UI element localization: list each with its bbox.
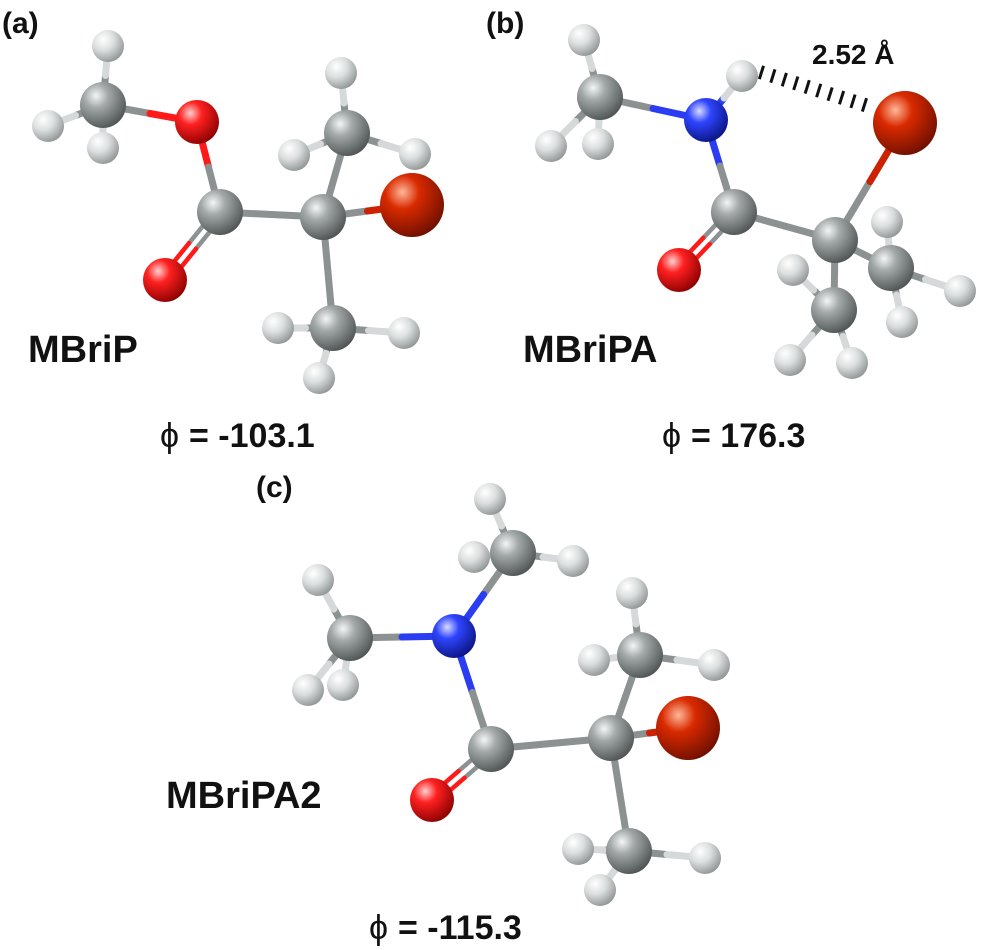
panel-c-phi-value: = -115.3 — [398, 909, 522, 947]
mbripa-carbon-atom-C4 — [811, 287, 857, 333]
mbripa2-carbon-atom-C3 — [468, 726, 514, 772]
mbripa2-hydrogen-atom-H5 — [458, 541, 490, 573]
mbripa-carbon-atom-C1 — [577, 74, 623, 120]
mbrip-hydrogen-atom-H3 — [87, 132, 119, 164]
mbripa-hydrogen-atom-H1 — [568, 24, 600, 56]
mbrip-hydrogen-atom-H7 — [262, 312, 294, 344]
mbripa2-hydrogen-atom-H12 — [584, 874, 616, 906]
panel-a-phi-value: = -103.1 — [189, 417, 315, 455]
mbripa2-hydrogen-atom-H2 — [292, 674, 324, 706]
panel-a-phi-symbol: ϕ — [160, 417, 179, 455]
mbrip-bromine-atom-Br — [380, 173, 444, 237]
hbond-distance-label: 2.52 Å — [812, 39, 895, 70]
mbrip-hydrogen-atom-H6 — [399, 138, 431, 170]
mbrip-hydrogen-atom-H2 — [32, 110, 64, 142]
mbripa-oxygen-atom-O1 — [657, 248, 701, 292]
mbripa2-hydrogen-atom-H3 — [327, 669, 359, 701]
panel-c-phi-symbol: ϕ — [369, 909, 388, 947]
mbripa2-hydrogen-atom-H8 — [578, 644, 610, 676]
mbripa2-oxygen-atom-O1 — [410, 778, 454, 822]
mbrip-oxygen-atom-O2 — [143, 258, 187, 302]
mbripa-nitrogen-atom-N1 — [684, 98, 728, 142]
mbripa2-hydrogen-atom-H4 — [474, 483, 506, 515]
panel-a-molecule-name: MBriP — [28, 329, 138, 371]
panel-b-molecule-name: MBriPA — [523, 329, 657, 371]
mbripa-hydrogen-atom-H2 — [535, 130, 567, 162]
mbripa2-hydrogen-atom-H6 — [557, 545, 589, 577]
mbripa2-hydrogen-atom-H7 — [616, 577, 648, 609]
mbrip-carbon-atom-C1 — [80, 82, 126, 128]
mbripa-hydrogen-atom-H9 — [944, 275, 976, 307]
mbripa-hydrogen-atom-H3 — [582, 128, 614, 160]
mbripa-hydrogen-atom-H5 — [777, 254, 809, 286]
panel-a-letter: (a) — [2, 7, 39, 40]
panel-c-letter: (c) — [256, 471, 293, 504]
mbripa2-carbon-atom-C2 — [490, 530, 536, 576]
mbripa-hydrogen-atom-H8 — [871, 206, 903, 238]
panel-b-letter: (b) — [486, 7, 524, 40]
mbripa2-carbon-atom-C5 — [617, 632, 663, 678]
mbripa-carbon-atom-C3 — [812, 217, 858, 263]
mbrip-hydrogen-atom-H1 — [92, 30, 124, 62]
mbripa-hydrogen-atom-H7 — [836, 347, 868, 379]
mbripa-hydrogen-atom-H10 — [886, 306, 918, 338]
mbrip-hydrogen-atom-H5 — [278, 139, 310, 171]
mbripa2-hydrogen-atom-H1 — [302, 564, 334, 596]
mbripa-bromine-atom-Br — [873, 91, 937, 155]
mbrip-carbon-atom-C4 — [324, 110, 370, 156]
panel-c-molecule-name: MBriPA2 — [166, 775, 322, 817]
panel-b-phi-symbol: ϕ — [662, 417, 681, 455]
mbripa-carbon-atom-C5 — [868, 245, 914, 291]
hbond-dash-line — [757, 65, 871, 113]
mbrip-carbon-atom-C5 — [310, 305, 356, 351]
mbripa2-nitrogen-atom-N1 — [432, 614, 476, 658]
mbrip-oxygen-atom-O1 — [175, 100, 219, 144]
mbripa2-carbon-atom-C6 — [606, 828, 652, 874]
panel-b-phi-value: = 176.3 — [691, 417, 805, 455]
mbrip-hydrogen-atom-H4 — [325, 57, 357, 89]
mbripa-carbon-atom-C2 — [711, 189, 757, 235]
mbripa-hydrogen-atom-H4 — [726, 60, 758, 92]
mbrip-carbon-atom-C2 — [197, 189, 243, 235]
mbripa2-bromine-atom-Br — [656, 696, 720, 760]
mbrip-carbon-atom-C3 — [300, 194, 346, 240]
mbrip-hydrogen-atom-H9 — [303, 362, 335, 394]
mbrip-hydrogen-atom-H8 — [388, 317, 420, 349]
mbripa2-hydrogen-atom-H11 — [689, 842, 721, 874]
mbripa2-hydrogen-atom-H9 — [698, 649, 730, 681]
atoms-layer — [32, 24, 976, 906]
mbripa2-hydrogen-atom-H10 — [562, 833, 594, 865]
mbripa2-carbon-atom-C1 — [327, 615, 373, 661]
mbripa2-carbon-atom-C4 — [588, 715, 634, 761]
mbripa-hydrogen-atom-H6 — [774, 344, 806, 376]
